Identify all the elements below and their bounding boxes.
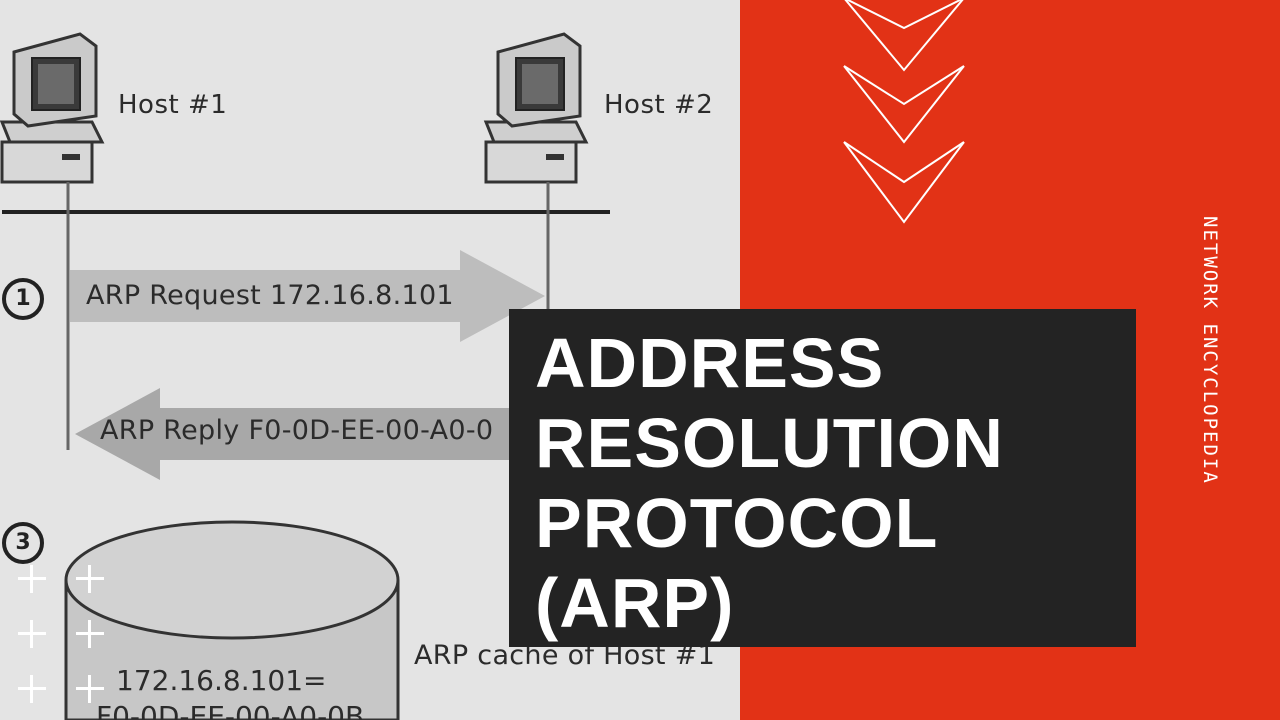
computer-icon xyxy=(0,32,105,184)
request-arrow xyxy=(70,250,545,342)
database-icon xyxy=(64,520,400,720)
chevron-down-icon xyxy=(843,141,965,184)
chevron-down-icon xyxy=(845,0,963,30)
step-3-badge: 3 xyxy=(2,522,44,564)
title-box: ADDRESS RESOLUTION PROTOCOL (ARP) xyxy=(509,309,1136,647)
computer-icon xyxy=(483,32,589,184)
host2-label: Host #2 xyxy=(604,90,714,120)
cache-entry-ip: 172.16.8.101= xyxy=(116,664,327,697)
diagram-graphics xyxy=(0,32,610,720)
arp-reply-label: ARP Reply F0-0D-EE-00-A0-0 xyxy=(100,415,494,446)
title-line: (ARP) xyxy=(535,564,735,642)
chevron-down-icon xyxy=(843,65,965,144)
host1-label: Host #1 xyxy=(118,90,228,120)
title-line: PROTOCOL xyxy=(535,484,939,562)
plus-icon xyxy=(18,620,46,648)
plus-icon xyxy=(76,675,104,703)
arp-request-label: ARP Request 172.16.8.101 xyxy=(86,280,454,311)
side-caption: NETWORK ENCYCLOPEDIA xyxy=(1199,216,1221,485)
title-line: ADDRESS xyxy=(535,324,885,402)
reply-arrow xyxy=(75,388,540,480)
title-line: RESOLUTION xyxy=(535,404,1004,482)
plus-icon xyxy=(76,620,104,648)
step-1-badge: 1 xyxy=(2,278,44,320)
cache-entry-mac: F0-0D-EE-00-A0-0B xyxy=(96,700,365,720)
chevron-down-icon xyxy=(843,141,965,224)
plus-icon xyxy=(18,675,46,703)
chevron-down-icon xyxy=(843,65,965,106)
chevron-down-icon xyxy=(844,0,964,72)
plus-icon xyxy=(18,565,46,593)
plus-icon xyxy=(76,565,104,593)
